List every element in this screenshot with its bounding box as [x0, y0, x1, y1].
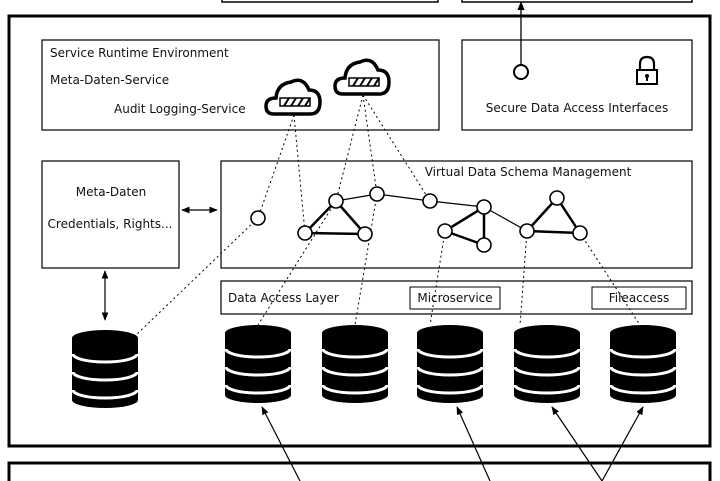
- schema-node: [476, 199, 492, 215]
- database-icon: [513, 325, 581, 403]
- top-partial-box-left: [221, 0, 439, 3]
- secure-label: Secure Data Access Interfaces: [486, 101, 668, 115]
- database-icon: [71, 330, 139, 408]
- audit-service-label: Audit Logging-Service: [114, 102, 246, 116]
- bottom-partial-frame: [7, 461, 712, 481]
- system-boundary: [7, 14, 712, 448]
- top-partial-box-right: [461, 0, 693, 3]
- data-access-layer-box: Data Access Layer Microservice Fileacces…: [220, 280, 693, 315]
- schema-node: [250, 210, 266, 226]
- schema-node: [549, 190, 565, 206]
- schema-node: [357, 226, 373, 242]
- microservice-label: Microservice: [417, 291, 492, 305]
- secure-interfaces-box: Secure Data Access Interfaces: [461, 39, 693, 131]
- access-title: Data Access Layer: [228, 291, 339, 305]
- schema-node: [519, 223, 535, 239]
- schema-node: [328, 193, 344, 209]
- database-icon: [609, 325, 677, 403]
- database-icon: [416, 325, 484, 403]
- schema-nodes: [250, 186, 588, 253]
- microservice-box: [409, 286, 501, 310]
- schema-node: [297, 225, 313, 241]
- schema-title: Virtual Data Schema Management: [425, 165, 632, 179]
- fileaccess-box: [591, 286, 687, 310]
- metadata-subtitle: Credentials, Rights...: [48, 217, 173, 231]
- cloud-icon: [333, 58, 391, 96]
- schema-node: [369, 186, 385, 202]
- cloud-icon: [264, 78, 322, 116]
- metadata-title: Meta-Daten: [76, 185, 146, 199]
- metadata-box: Meta-Daten Credentials, Rights...: [41, 160, 180, 269]
- schema-node: [476, 237, 492, 253]
- runtime-title: Service Runtime Environment: [50, 46, 229, 60]
- dotted-links: [134, 94, 641, 337]
- schema-node: [437, 223, 453, 239]
- schema-node: [572, 225, 588, 241]
- lock-icon: [636, 55, 658, 85]
- interface-node: [513, 64, 529, 80]
- source-arrows: [261, 406, 644, 481]
- schema-management-box: Virtual Data Schema Management: [220, 160, 693, 269]
- fileaccess-label: Fileaccess: [609, 291, 670, 305]
- database-icon: [224, 325, 292, 403]
- meta-service-label: Meta-Daten-Service: [50, 73, 169, 87]
- database-icon: [321, 325, 389, 403]
- schema-node: [422, 193, 438, 209]
